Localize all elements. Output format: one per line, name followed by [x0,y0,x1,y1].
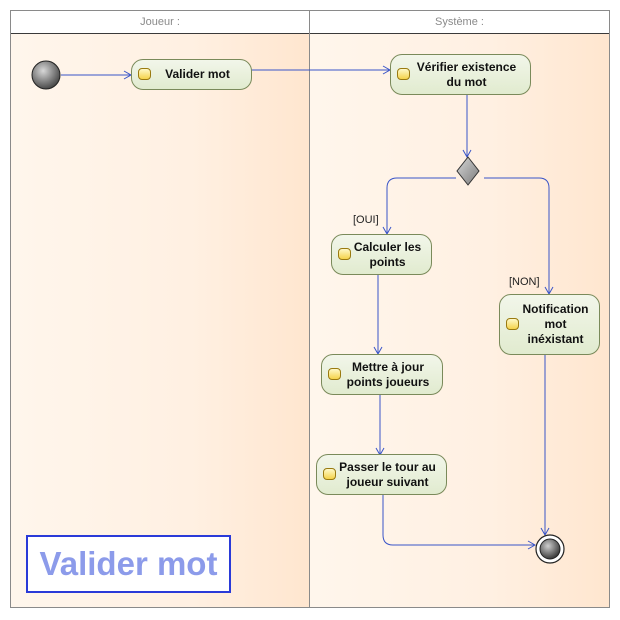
swimlane-header-joueur: Joueur : [11,11,309,34]
action-label: Vérifier existence du mot [416,59,517,89]
action-valider-mot: Valider mot [131,59,252,90]
action-label: Valider mot [165,67,230,81]
swimlane-systeme: Système : [309,10,610,608]
swimlane-joueur: Joueur : [10,10,310,608]
action-notification: Notification mot inéxistant [499,294,600,355]
flow-notification-to-final-head [540,527,550,537]
flow-decision-to-calculer [386,177,456,234]
initial-node [31,60,61,90]
action-label: Notification mot inéxistant [522,302,589,346]
decision-node [456,156,480,186]
action-label: Passer le tour au joueur suivant [339,459,436,489]
action-passer-tour: Passer le tour au joueur suivant [316,454,447,495]
action-icon [323,467,336,480]
action-icon [328,367,341,380]
action-mettre-a-jour: Mettre à jour points joueurs [321,354,443,395]
action-icon [397,67,410,80]
flow-verifier-to-decision-head [462,149,472,159]
action-label: Calculer les points [353,239,422,269]
guard-non: [NON] [509,276,540,288]
swimlane-header-systeme: Système : [310,11,609,34]
action-icon [138,67,151,80]
action-icon [506,317,519,330]
diagram-title: Valider mot [26,535,231,593]
action-calculer-points: Calculer les points [331,234,432,275]
guard-oui: [OUI] [353,214,379,226]
flow-decision-to-notification [484,177,550,294]
flow-passer-to-final [382,494,535,546]
action-icon [338,247,351,260]
action-verifier-existence: Vérifier existence du mot [390,54,531,95]
action-label: Mettre à jour points joueurs [346,359,430,389]
flow-passer-to-final-head [527,540,537,550]
final-node [539,538,561,560]
